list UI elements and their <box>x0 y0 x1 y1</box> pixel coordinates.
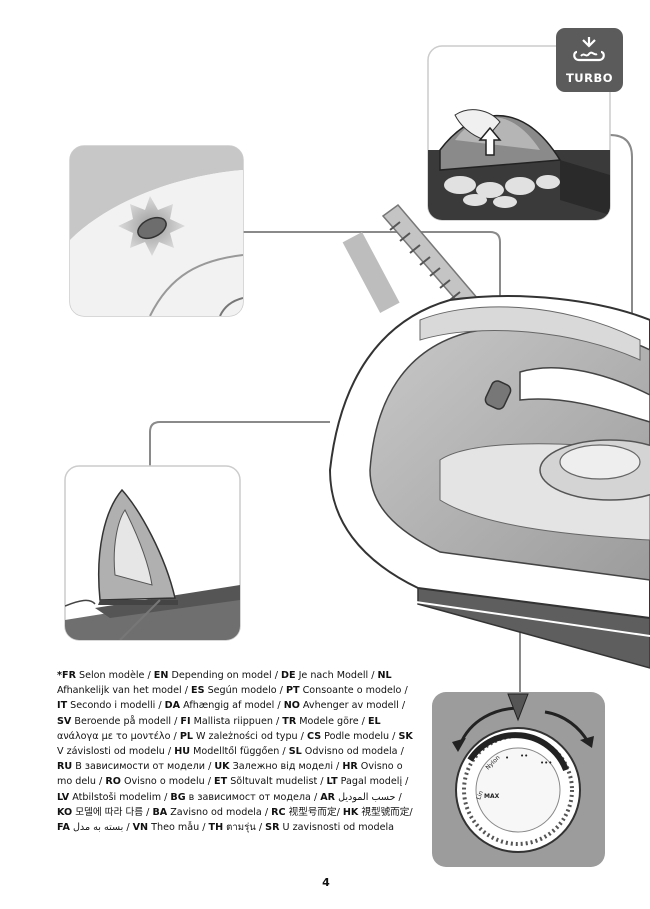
language-code: SR <box>265 822 280 834</box>
language-text: 视型号而定/ <box>285 806 343 818</box>
rotate-right-arrow <box>580 736 594 748</box>
language-code: CS <box>306 730 322 742</box>
language-text: Modele göre / <box>296 715 368 727</box>
steam-burst-icon <box>573 37 605 62</box>
language-code: BG <box>170 791 186 803</box>
language-code: PT <box>285 685 300 697</box>
language-code: FA <box>57 822 70 834</box>
language-text: V závislosti od modelu / <box>57 746 175 758</box>
dial-label-dot1: • <box>505 754 509 762</box>
turbo-label: TURBO <box>565 71 614 85</box>
language-code: RO <box>105 776 121 788</box>
language-text: Atbilstoši modelim / <box>69 791 171 803</box>
language-text: Pagal modelį / <box>337 776 409 788</box>
language-text: Je nach Modell / <box>295 670 378 681</box>
language-text: В зависимости от модели / <box>72 761 215 773</box>
language-text: Theo mẫu / <box>148 822 209 834</box>
language-text: Beroende på modell / <box>71 715 181 727</box>
language-text: Podle modelu / <box>321 730 399 742</box>
language-code: KO <box>57 806 73 818</box>
inset-temperature-dial: Lin Nylon • •• ••• MAX <box>432 692 605 867</box>
language-code: NL <box>377 670 392 681</box>
language-text: ανάλογα με το μοντέλο / <box>57 730 180 742</box>
iron-main-illustration <box>328 203 650 669</box>
language-code: TH <box>208 822 224 834</box>
language-text: Consoante o modelo / <box>299 685 408 697</box>
language-code: SK <box>398 730 413 742</box>
language-text: W zależności od typu / <box>192 730 307 742</box>
language-code: DE <box>280 670 296 681</box>
page-number: 4 <box>322 876 330 889</box>
language-code: LV <box>57 791 70 803</box>
language-code: LT <box>326 776 338 788</box>
dial-pointer <box>507 693 529 722</box>
dial-label-lin: Lin <box>475 790 485 801</box>
language-code: HU <box>174 746 191 758</box>
language-text: Mallista riippuen / <box>190 715 283 727</box>
turbo-button <box>484 380 512 410</box>
language-text: Zavisno od modela / <box>167 806 272 818</box>
language-text: بسته به مدل / <box>69 822 133 834</box>
language-text: Ovisno o mo delu / <box>57 761 403 788</box>
language-code: FI <box>180 715 191 727</box>
language-text: в зависимост от модела / <box>185 791 321 803</box>
language-code: EL <box>367 715 381 727</box>
language-code: RC <box>271 806 286 818</box>
language-text: Secondo i modelli / <box>67 700 165 712</box>
language-code: PL <box>179 730 193 742</box>
language-code: ES <box>191 685 205 697</box>
language-text: Sõltuvalt mudelist / <box>227 776 327 788</box>
rotate-left-arrow <box>452 738 466 752</box>
language-code: IT <box>57 700 68 712</box>
language-text: Ovisno o modelu / <box>120 776 215 788</box>
language-code: SV <box>57 715 72 727</box>
inset-iron-on-board <box>64 465 241 641</box>
language-text: Depending on model / <box>168 670 281 681</box>
language-code: SL <box>288 746 302 758</box>
iron-top-panel <box>419 306 641 361</box>
language-code: ET <box>214 776 228 788</box>
language-text: Odvisno od modela / <box>301 746 404 758</box>
language-text: Afhankelijk van het model / <box>57 685 192 697</box>
language-text: 모델에 따라 다름 / <box>72 806 153 818</box>
iron-handle-window <box>519 366 650 423</box>
language-code: BA <box>152 806 168 818</box>
language-text: حسب الموديل / <box>335 791 402 803</box>
language-code: NO <box>283 700 300 712</box>
language-code: *FR <box>57 670 76 681</box>
language-code: EN <box>153 670 169 681</box>
language-code: TR <box>282 715 297 727</box>
language-text: ตามรุ่น / <box>223 822 266 834</box>
language-code: DA <box>164 700 181 712</box>
language-code: UK <box>214 761 230 773</box>
language-text: Залежно від моделі / <box>229 761 343 773</box>
language-text: 視型號而定/ <box>358 806 413 818</box>
language-code: RU <box>57 761 73 773</box>
language-text: Afhængig af model / <box>180 700 284 712</box>
language-code: HK <box>342 806 359 818</box>
language-text: U zavisnosti od modela <box>279 822 395 834</box>
dial-label-dot3: ••• <box>540 759 552 767</box>
model-disclaimer: *FR Selon modèle / EN Depending on model… <box>57 668 417 835</box>
language-code: AR <box>320 791 336 803</box>
language-text: Avhenger av modell / <box>299 700 406 712</box>
inset-turbo-button <box>69 145 244 317</box>
language-text: Modelltől függően / <box>190 746 289 758</box>
language-text: Según modelo / <box>204 685 286 697</box>
language-code: HR <box>342 761 358 773</box>
turbo-badge: TURBO <box>556 28 623 92</box>
language-code: VN <box>132 822 149 834</box>
dial-label-max: MAX <box>484 793 500 800</box>
dial-label-dot2: •• <box>520 752 528 760</box>
language-text: Selon modèle / <box>75 670 154 681</box>
